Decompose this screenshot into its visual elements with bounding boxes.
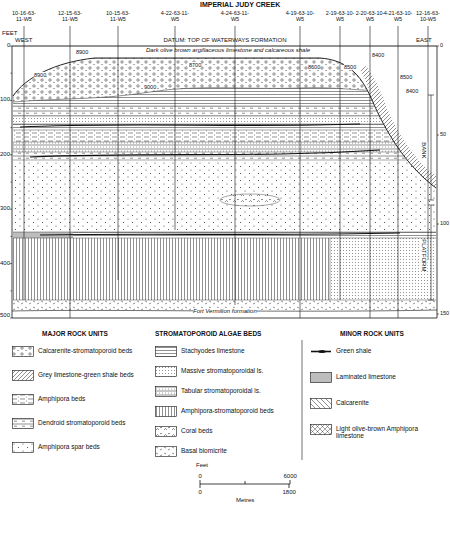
legend-text: Green shale: [336, 347, 442, 354]
legend-swatch: [12, 346, 34, 357]
legend-swatch: [155, 346, 177, 357]
metre-tick-label: 50: [440, 131, 446, 137]
elevation-label: 8900: [34, 72, 46, 78]
legend-swatch: [310, 372, 332, 383]
datum-label: DATUM: TOP OF WATERWAYS FORMATION: [164, 37, 287, 44]
legend-text: Basal biomicrite: [181, 447, 291, 454]
depth-tick-label: 200: [0, 151, 10, 158]
depth-tick-label: 0: [7, 42, 10, 49]
elevation-label: 8400: [406, 88, 418, 94]
legend-text: Amphipora spar beds: [38, 443, 143, 450]
legend-text: Tabular stromatoporoidal ls.: [181, 387, 291, 394]
formation-label: Fort Vermilion formation: [193, 308, 257, 315]
scale-label: 0: [199, 473, 202, 480]
legend-text: Stachyodes limestone: [181, 347, 291, 354]
direction-label: EAST: [416, 37, 432, 44]
legend-text: Amphipora-stromatoporoid beds: [181, 407, 291, 414]
depth-tick-label: 500: [0, 312, 10, 319]
well-label: 4-24-63-11-W5: [220, 10, 250, 22]
well-label: 4-21-63-10-W5: [383, 10, 413, 22]
elevation-label: 8400: [372, 52, 384, 58]
legend-swatch: [155, 406, 177, 417]
diagram-title: IMPERIAL JUDY CREEK: [200, 1, 280, 9]
legend-text: Coral beds: [181, 427, 291, 434]
legend-swatch: [310, 346, 332, 357]
metre-tick-label: 150: [440, 310, 449, 316]
zone-label: PLATFORM: [421, 239, 428, 271]
well-label: 2-19-63-10-W5: [325, 10, 355, 22]
legend-text: Calcarenite-stromatoporoid beds: [38, 347, 143, 354]
elevation-label: 8500: [400, 74, 412, 80]
elevation-label: 8900: [76, 49, 88, 55]
legend-swatch: [155, 366, 177, 377]
legend-swatch: [155, 446, 177, 457]
legend-swatch: [310, 398, 332, 409]
scale-label: 1800: [283, 489, 296, 496]
legend-text: Massive stromatoporoidal ls.: [181, 367, 291, 374]
legend-text: Grey limestone-green shale beds: [38, 371, 143, 378]
legend-swatch: [310, 424, 332, 435]
scale-label: Feet: [196, 462, 208, 469]
zone-label: BANK: [421, 142, 428, 158]
scale-label: Metres: [236, 497, 254, 504]
legend-swatch: [12, 370, 34, 381]
depth-tick-label: 100: [0, 96, 10, 103]
formation-label: Dark olive brown argillaceous limestone …: [146, 47, 310, 54]
well-label: 10-15-63-11-W5: [103, 10, 133, 22]
depth-tick-label: 400: [0, 260, 10, 267]
well-label: 12-16-63-10-W5: [413, 10, 443, 22]
legend-text: Light olive-brown Amphipora limestone: [336, 425, 442, 439]
metre-tick-label: 100: [440, 220, 449, 226]
legend-heading: MAJOR ROCK UNITS: [42, 330, 108, 337]
legend-swatch: [12, 442, 34, 453]
legend-swatch: [12, 394, 34, 405]
depth-tick-label: 300: [0, 205, 10, 212]
direction-label: WEST: [15, 37, 32, 44]
legend-text: Amphipora beds: [38, 395, 143, 402]
legend-heading: MINOR ROCK UNITS: [340, 330, 404, 337]
metre-tick-label: 0: [440, 42, 443, 48]
elevation-label: 8700: [189, 62, 201, 68]
well-label: 4-22-63-11-W5: [160, 10, 190, 22]
well-label: 2-20-63-10-W5: [355, 10, 385, 22]
legend-swatch: [155, 426, 177, 437]
well-label: 12-15-63-11-W5: [55, 10, 85, 22]
legend-swatch: [12, 418, 34, 429]
axis-title: FEET: [2, 30, 17, 37]
scale-label: 6000: [284, 473, 297, 480]
legend-text: Laminated limestone: [336, 373, 442, 380]
legend-text: Calcarenite: [336, 399, 442, 406]
well-label: 4-19-63-10-W5: [285, 10, 315, 22]
elevation-label: 8600: [308, 64, 320, 70]
legend-swatch: [155, 386, 177, 397]
elevation-label: 8500: [344, 64, 356, 70]
elevation-label: 9000: [144, 84, 156, 90]
legend-text: Dendroid stromatoporoid beds: [38, 419, 143, 426]
legend-heading: STROMATOPOROID ALGAE BEDS: [155, 330, 261, 337]
scale-label: 0: [199, 489, 202, 496]
well-label: 10-16-63-11-W5: [9, 10, 39, 22]
